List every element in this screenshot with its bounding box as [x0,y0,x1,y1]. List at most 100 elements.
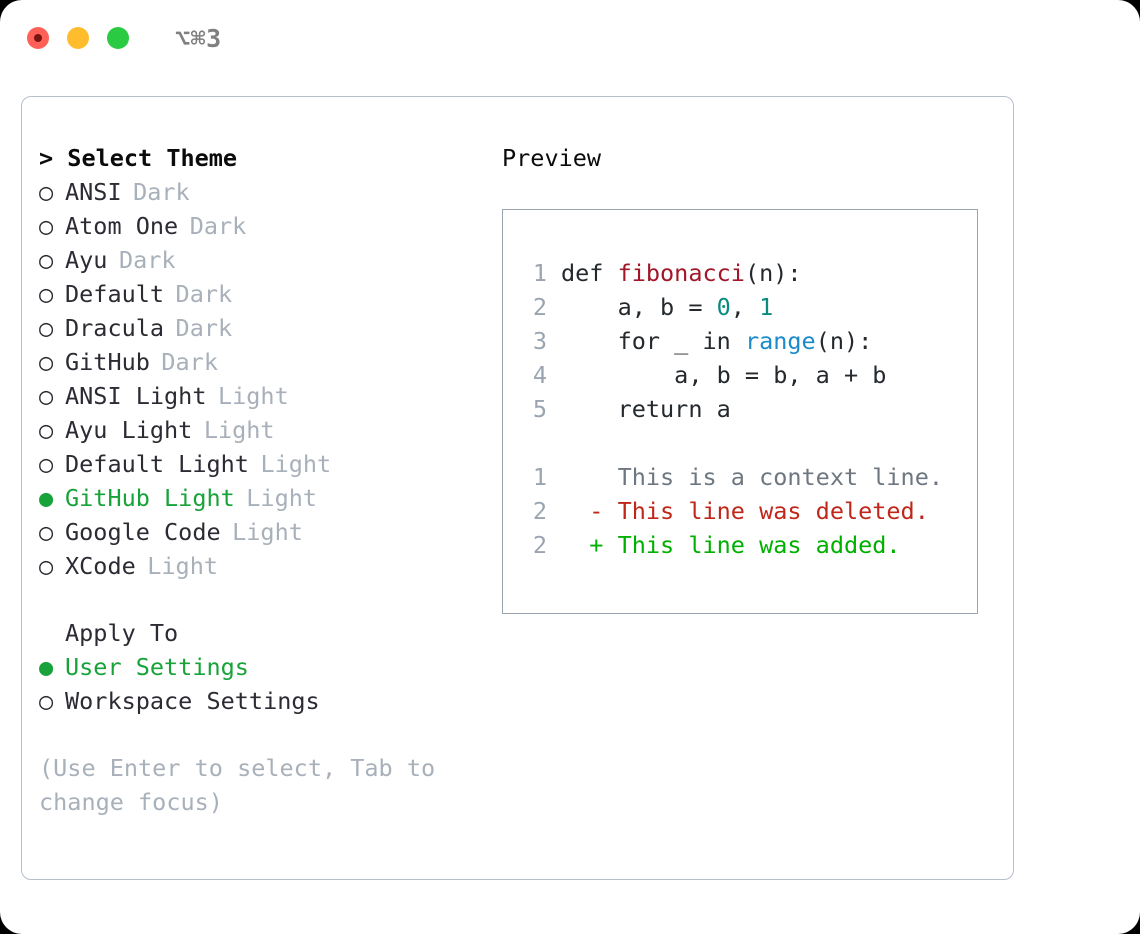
maximize-button-icon[interactable] [107,27,129,49]
diff-text: - This line was deleted. [561,497,929,525]
theme-option-variant-tag: Light [203,416,275,444]
line-number: 2 [532,531,547,559]
radio-unselected-icon: ○ [39,382,54,410]
code-token: 1 [759,293,774,321]
minimize-button-icon[interactable] [67,27,89,49]
theme-option-variant-tag: Light [232,518,303,546]
radio-unselected-icon: ○ [39,246,54,274]
theme-option-label: GitHub Light [65,484,235,512]
apply-to-option-1[interactable]: ○ Workspace Settings [39,684,484,718]
close-button-icon[interactable] [27,27,49,49]
theme-option-variant-tag: Light [217,382,289,410]
code-line-4: 5 return a [523,392,977,426]
theme-option-10[interactable]: ○ Google Code Light [39,515,484,549]
theme-option-label: Ayu Light [65,416,193,444]
radio-unselected-icon: ○ [39,552,54,580]
diff-sample: 1 This is a context line.2 - This line w… [523,460,977,562]
radio-unselected-icon: ○ [39,518,54,546]
line-number: 5 [532,395,547,423]
code-line-3: 4 a, b = b, a + b [523,358,977,392]
code-token: a, b = [561,293,717,321]
code-token: def [561,259,618,287]
apply-to-list[interactable]: ● User Settings ○ Workspace Settings [39,650,484,718]
code-token: range [744,327,816,355]
theme-option-variant-tag: Light [260,450,332,478]
code-token: , [730,293,760,321]
code-line-2: 3 for _ in range(n): [523,324,977,358]
theme-option-label: ANSI [65,178,122,206]
theme-option-5[interactable]: ○ GitHub Dark [39,345,484,379]
radio-unselected-icon: ○ [39,212,54,240]
theme-option-variant-tag: Light [147,552,218,580]
code-token: (n): [744,259,802,287]
theme-option-label: Dracula [65,314,165,342]
apply-to-header: Apply To [65,619,179,647]
radio-unselected-icon: ○ [39,450,54,478]
theme-option-variant-tag: Dark [118,246,176,274]
preview-title: Preview [502,144,602,172]
theme-option-label: Google Code [65,518,221,546]
spacer-marker: ○ [39,616,65,650]
apply-to-option-label: Workspace Settings [65,687,320,715]
line-number: 2 [532,497,547,525]
radio-unselected-icon: ○ [39,178,54,206]
radio-unselected-icon: ○ [39,687,54,715]
radio-selected-icon: ● [39,653,54,681]
radio-unselected-icon: ○ [39,416,54,444]
traffic-lights [27,27,129,49]
theme-option-7[interactable]: ○ Ayu Light Light [39,413,484,447]
theme-option-variant-tag: Dark [133,178,190,206]
keyboard-hint: (Use Enter to select, Tab to change focu… [39,754,436,816]
theme-option-variant-tag: Dark [175,280,233,308]
diff-line-1: 2 - This line was deleted. [523,494,977,528]
radio-selected-icon: ● [39,484,54,512]
diff-text: + This line was added. [561,531,901,559]
apply-to-option-0[interactable]: ● User Settings [39,650,484,684]
theme-option-variant-tag: Dark [161,348,218,376]
theme-option-label: Default Light [65,450,249,478]
theme-option-9[interactable]: ● GitHub Light Light [39,481,484,515]
radio-unselected-icon: ○ [39,280,54,308]
select-theme-header: > Select Theme [39,144,238,172]
theme-option-label: XCode [65,552,136,580]
apply-to-header-row: ○ Apply To [39,616,484,650]
code-token: fibonacci [617,259,745,287]
radio-unselected-icon: ○ [39,348,54,376]
theme-option-variant-tag: Dark [189,212,247,240]
theme-option-11[interactable]: ○ XCode Light [39,549,484,583]
apply-to-option-label: User Settings [65,653,249,681]
theme-option-8[interactable]: ○ Default Light Light [39,447,484,481]
theme-option-variant-tag: Dark [175,314,233,342]
theme-option-label: Atom One [65,212,179,240]
line-number: 4 [532,361,547,389]
radio-unselected-icon: ○ [39,314,54,342]
theme-option-1[interactable]: ○ Atom One Dark [39,209,484,243]
line-number: 2 [532,293,547,321]
keyboard-shortcut-label: ⌥⌘3 [175,23,222,53]
code-token: a, b = b, a + b [561,361,887,389]
code-token: for _ in [561,327,745,355]
line-number: 3 [532,327,547,355]
line-number: 1 [532,463,547,491]
theme-option-0[interactable]: ○ ANSI Dark [39,175,484,209]
code-line-1: 2 a, b = 0, 1 [523,290,977,324]
diff-line-0: 1 This is a context line. [523,460,977,494]
diff-line-2: 2 + This line was added. [523,528,977,562]
line-number: 1 [532,259,547,287]
theme-option-variant-tag: Light [246,484,318,512]
title-bar: ⌥⌘3 [0,0,1140,76]
code-line-0: 1 def fibonacci(n): [523,256,977,290]
code-token: return a [561,395,731,423]
theme-option-4[interactable]: ○ Dracula Dark [39,311,484,345]
theme-option-label: GitHub [65,348,150,376]
diff-text: This is a context line. [561,463,944,491]
